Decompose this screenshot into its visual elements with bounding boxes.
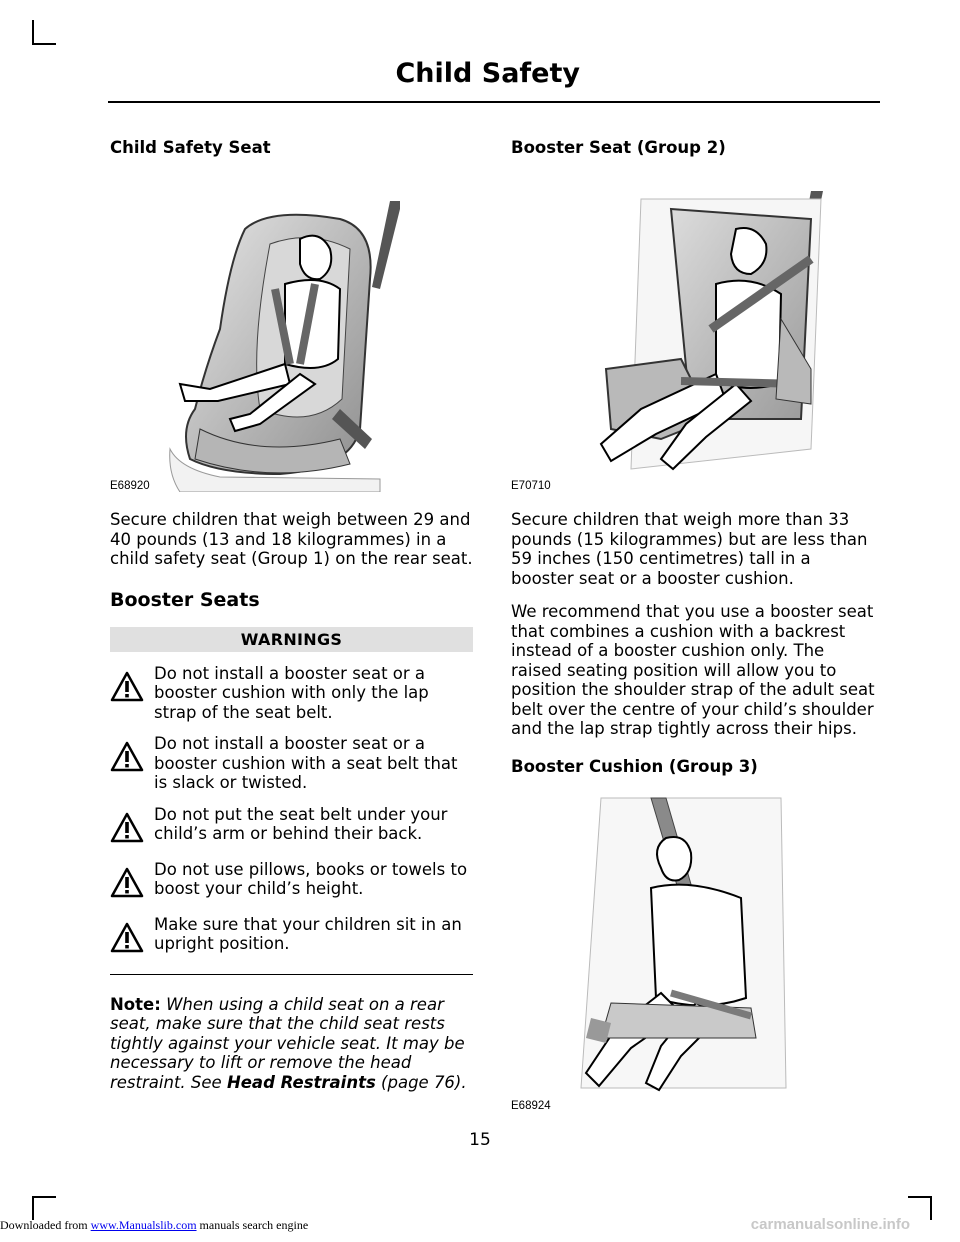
booster-cushion-illustration — [580, 797, 787, 1091]
booster-recommendation-paragraph: We recommend that you use a booster seat… — [511, 602, 875, 738]
warning-text: Make sure that your children sit in an u… — [154, 914, 462, 954]
header-rule — [108, 101, 880, 103]
figure-code: E68920 — [110, 480, 150, 492]
child-safety-seat-illustration — [169, 201, 402, 493]
child-safety-seat-heading: Child Safety Seat — [110, 138, 271, 157]
crop-mark — [32, 1196, 34, 1220]
warning-item: Make sure that your children sit in an u… — [110, 915, 473, 958]
warning-item: Do not use pillows, books or towels to b… — [110, 860, 473, 903]
warning-triangle-icon — [110, 664, 154, 707]
warnings-header: WARNINGS — [110, 626, 473, 652]
child-safety-seat-figure: E68920 — [110, 169, 402, 493]
warning-text: Do not install a booster seat or a boost… — [154, 734, 458, 792]
crop-mark — [32, 20, 34, 44]
booster-seat-paragraph: Secure children that weigh more than 33 … — [511, 510, 868, 588]
booster-cushion-group3-heading: Booster Cushion (Group 3) — [511, 756, 758, 776]
booster-cushion-figure: E68924 — [511, 788, 801, 1112]
right-column: Booster Seat (Group 2) E70710 Secure chi… — [511, 138, 876, 1112]
warning-text: Do not put the seat belt under your chil… — [154, 804, 448, 844]
warning-item: Do not put the seat belt under your chil… — [110, 805, 473, 848]
warning-item: Do not install a booster seat or a boost… — [110, 664, 473, 723]
left-column: Child Safety Seat E68920 Secure children… — [110, 138, 473, 1092]
crop-mark — [930, 1196, 932, 1220]
booster-seat-figure: E70710 — [511, 169, 831, 492]
warning-triangle-icon — [110, 915, 154, 958]
note-page-ref: (page 76). — [381, 1072, 467, 1092]
booster-seat-group2-heading: Booster Seat (Group 2) — [511, 138, 726, 157]
page-number: 15 — [469, 1130, 491, 1150]
child-safety-seat-paragraph: Secure children that weigh between 29 an… — [110, 510, 473, 568]
warning-triangle-icon — [110, 734, 154, 777]
watermark: carmanualsonline.info — [750, 1216, 910, 1233]
crop-mark — [32, 1196, 56, 1198]
booster-seats-heading: Booster Seats — [110, 588, 260, 611]
footer-suffix: manuals search engine — [199, 1218, 309, 1232]
warning-text: Do not install a booster seat or a boost… — [154, 663, 429, 722]
head-restraints-link[interactable]: Head Restraints — [226, 1072, 376, 1092]
manualslib-link[interactable]: www.Manualslib.com — [90, 1218, 197, 1232]
footer-prefix: Downloaded from — [0, 1218, 88, 1232]
warnings-end-rule — [110, 973, 473, 975]
warning-item: Do not install a booster seat or a boost… — [110, 734, 473, 793]
crop-mark — [32, 43, 56, 45]
warning-triangle-icon — [110, 860, 154, 903]
warning-triangle-icon — [110, 805, 154, 848]
note-body: When using a child seat on a rear seat, … — [110, 994, 465, 1092]
note: Note: When using a child seat on a rear … — [110, 995, 473, 1093]
figure-code: E68924 — [511, 1099, 551, 1112]
note-label: Note: — [110, 994, 161, 1014]
figure-code: E70710 — [511, 480, 551, 492]
booster-seat-illustration — [599, 191, 823, 471]
warning-text: Do not use pillows, books or towels to b… — [154, 859, 468, 899]
footer: Downloaded from www.Manualslib.com manua… — [0, 1218, 308, 1233]
page-title: Child Safety — [395, 58, 580, 89]
crop-mark — [908, 1196, 932, 1198]
